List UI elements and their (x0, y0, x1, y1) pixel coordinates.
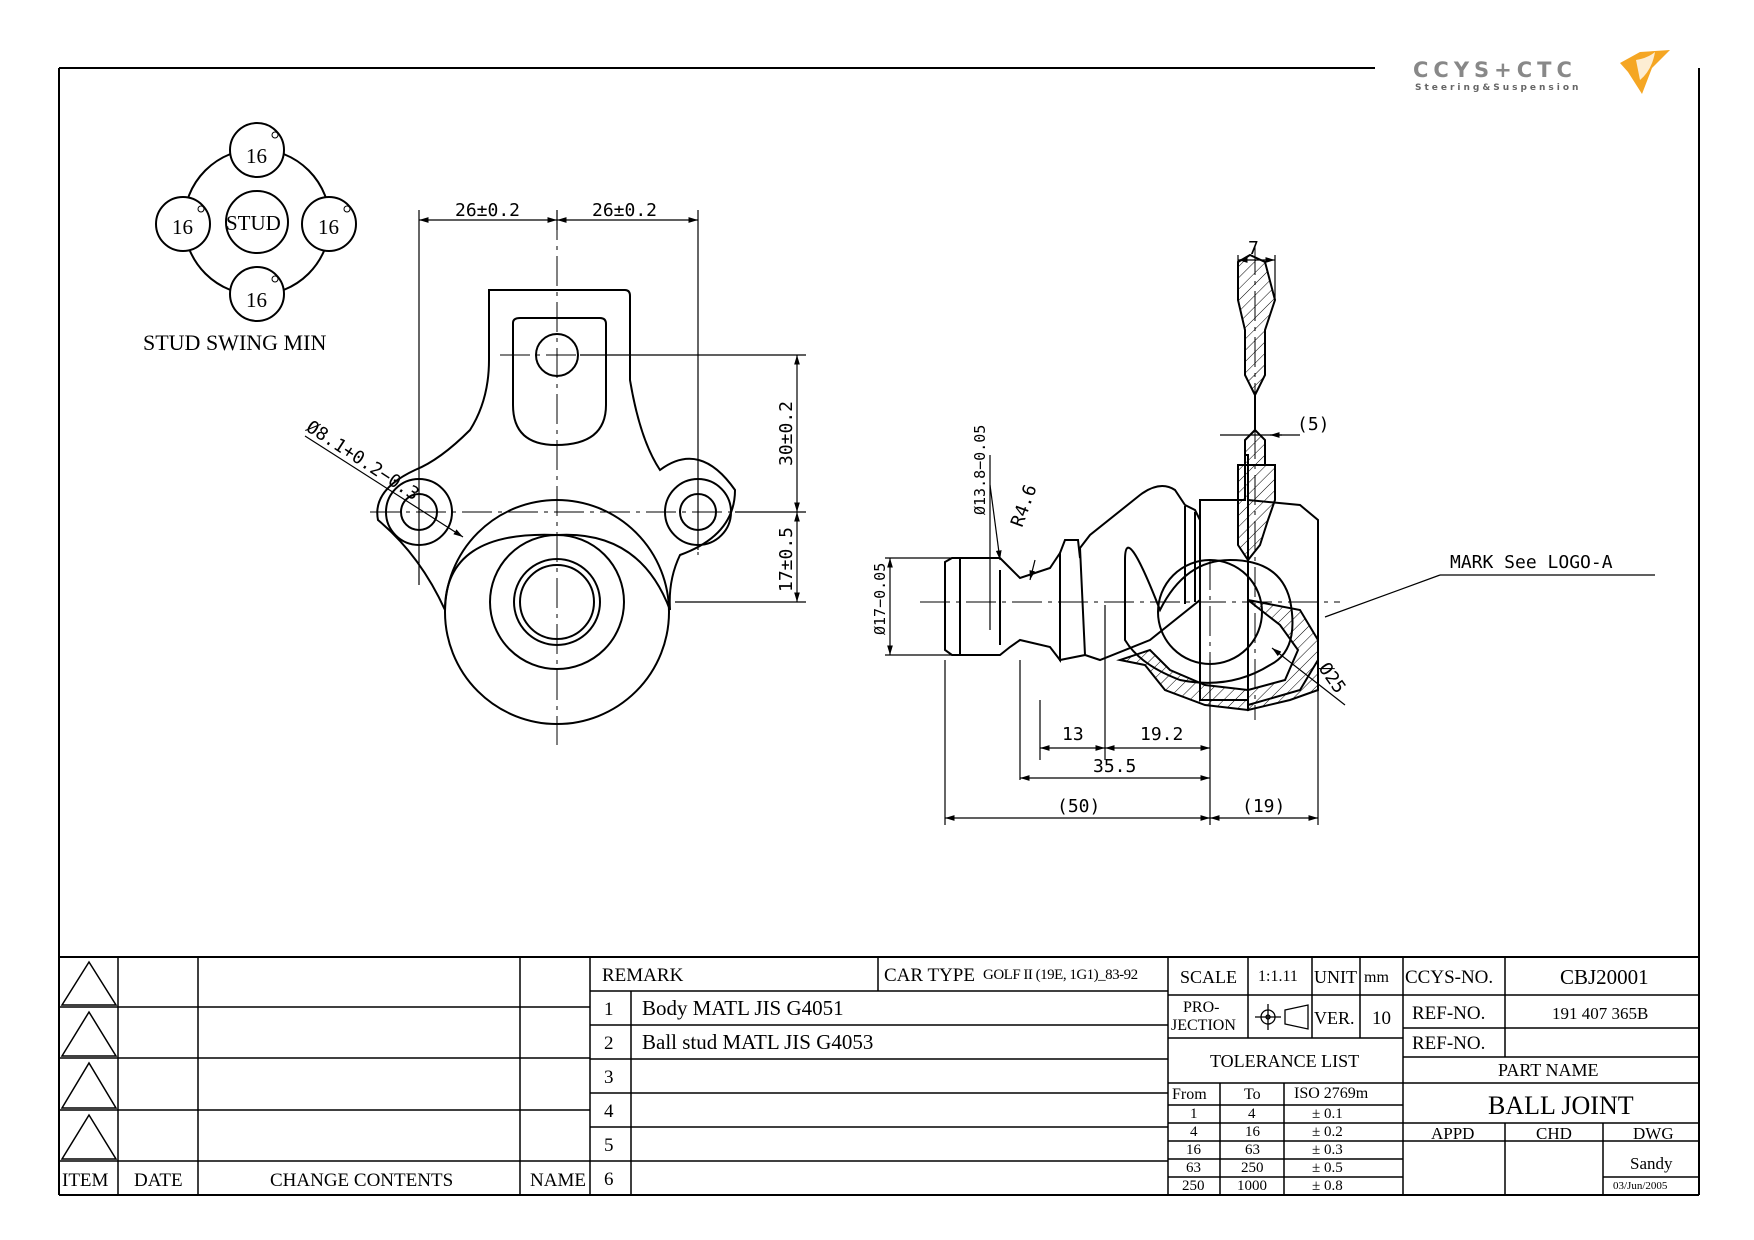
rev-header-name: NAME (530, 1170, 586, 1191)
tol-row-5-to: 1000 (1237, 1178, 1267, 1194)
appd-label: APPD (1431, 1124, 1475, 1143)
projection-label-2: JECTION (1171, 1017, 1236, 1034)
company-logo: CCYS+CTC Steering&Suspension (1413, 50, 1670, 94)
tol-row-3-to: 63 (1245, 1142, 1260, 1158)
tol-row-1-from: 1 (1190, 1106, 1198, 1122)
drawing-date: 03/Jun/2005 (1613, 1180, 1668, 1192)
dwg-label: DWG (1633, 1124, 1674, 1143)
tol-row-2-to: 16 (1245, 1124, 1260, 1140)
tol-row-4-tol: ± 0.5 (1312, 1160, 1343, 1176)
remark-no-2: 2 (604, 1033, 614, 1054)
remark-no-6: 6 (604, 1169, 614, 1190)
scale-label: SCALE (1180, 967, 1238, 987)
ref-no-label: REF-NO. (1412, 1003, 1486, 1024)
ccys-no-value: CBJ20001 (1560, 965, 1649, 989)
stud-angle-left: 16 (172, 215, 193, 239)
unit-value: mm (1364, 969, 1389, 986)
remark-text-2: Ball stud MATL JIS G4053 (642, 1030, 874, 1054)
dim-50: (50) (1057, 796, 1100, 817)
logo-tagline: Steering&Suspension (1415, 83, 1581, 93)
remark-no-3: 3 (604, 1067, 614, 1088)
stud-angle-bottom: 16 (246, 288, 267, 312)
tol-row-4-from: 63 (1186, 1160, 1201, 1176)
dim-hole-8-1: Ø8.1+0.2−0.3 (302, 417, 423, 505)
stud-center-label: STUD (226, 211, 281, 235)
dim-right-26: 26±0.2 (592, 200, 657, 221)
tol-header-from: From (1172, 1086, 1207, 1103)
tol-row-5-tol: ± 0.8 (1312, 1178, 1343, 1194)
dim-left-26: 26±0.2 (455, 200, 520, 221)
dim-7: 7 (1248, 238, 1259, 259)
rev-header-change: CHANGE CONTENTS (270, 1170, 454, 1191)
drawer-name: Sandy (1630, 1154, 1673, 1173)
tol-header-to: To (1244, 1086, 1261, 1103)
dim-height-17: 17±0.5 (776, 527, 797, 592)
dim-web-5: (5) (1297, 414, 1330, 435)
tol-row-1-tol: ± 0.1 (1312, 1106, 1343, 1122)
remark-label: REMARK (602, 965, 684, 986)
tol-row-2-from: 4 (1190, 1124, 1198, 1140)
scale-value: 1:1.11 (1258, 968, 1298, 985)
part-name-label: PART NAME (1498, 1060, 1599, 1080)
rev-header-item: ITEM (62, 1170, 109, 1191)
logo-brand: CCYS+CTC (1413, 58, 1577, 82)
ref-no2-label: REF-NO. (1412, 1033, 1486, 1054)
tol-row-5-from: 250 (1182, 1178, 1205, 1194)
dim-19-2: 19.2 (1140, 724, 1183, 745)
ref-no-value: 191 407 365B (1552, 1004, 1649, 1023)
stud-swing-label: STUD SWING MIN (143, 330, 326, 355)
stud-angle-right: 16 (318, 215, 339, 239)
chd-label: CHD (1536, 1124, 1572, 1143)
side-view-dimensions (885, 255, 1655, 825)
front-view-dimensions (304, 210, 806, 603)
remark-no-4: 4 (604, 1101, 614, 1122)
remark-text-1: Body MATL JIS G4051 (642, 996, 844, 1020)
tolerance-title: TOLERANCE LIST (1210, 1051, 1360, 1071)
part-name-value: BALL JOINT (1488, 1091, 1634, 1120)
dim-ball-25: Ø25 (1314, 659, 1350, 698)
rev-header-date: DATE (134, 1170, 183, 1191)
mark-note: MARK See LOGO-A (1450, 552, 1613, 573)
tol-row-1-to: 4 (1248, 1106, 1256, 1122)
dim-radius-4-6: R4.6 (1007, 482, 1042, 530)
remark-no-5: 5 (604, 1135, 614, 1156)
unit-label: UNIT (1314, 967, 1357, 987)
tol-row-2-tol: ± 0.2 (1312, 1124, 1343, 1140)
logo-flame-icon (1620, 50, 1670, 94)
ver-label: VER. (1314, 1008, 1355, 1028)
tol-row-4-to: 250 (1241, 1160, 1264, 1176)
tol-row-3-from: 16 (1186, 1142, 1201, 1158)
title-block-grid (59, 957, 1699, 1195)
stud-swing-diagram (155, 122, 357, 322)
sheet-border (58, 67, 1700, 1196)
projection-label-1: PRO- (1183, 999, 1220, 1016)
dim-height-30: 30±0.2 (776, 401, 797, 466)
ccys-no-label: CCYS-NO. (1405, 967, 1494, 988)
car-type-value: GOLF II (19E, 1G1)_83-92 (983, 967, 1138, 983)
dim-taper-13-8: Ø13.8−0.05 (971, 425, 989, 515)
ver-value: 10 (1372, 1008, 1391, 1029)
dim-19: (19) (1242, 796, 1285, 817)
car-type-label: CAR TYPE (884, 965, 975, 986)
projection-symbol-icon (1255, 1004, 1309, 1030)
dim-shank-17: Ø17−0.05 (871, 563, 889, 635)
dim-35-5: 35.5 (1093, 756, 1136, 777)
remark-no-1: 1 (604, 999, 614, 1020)
side-view (944, 253, 1319, 712)
stud-angle-top: 16 (246, 144, 267, 168)
dim-13: 13 (1062, 724, 1084, 745)
tol-header-iso: ISO 2769m (1294, 1085, 1369, 1102)
tol-row-3-tol: ± 0.3 (1312, 1142, 1343, 1158)
